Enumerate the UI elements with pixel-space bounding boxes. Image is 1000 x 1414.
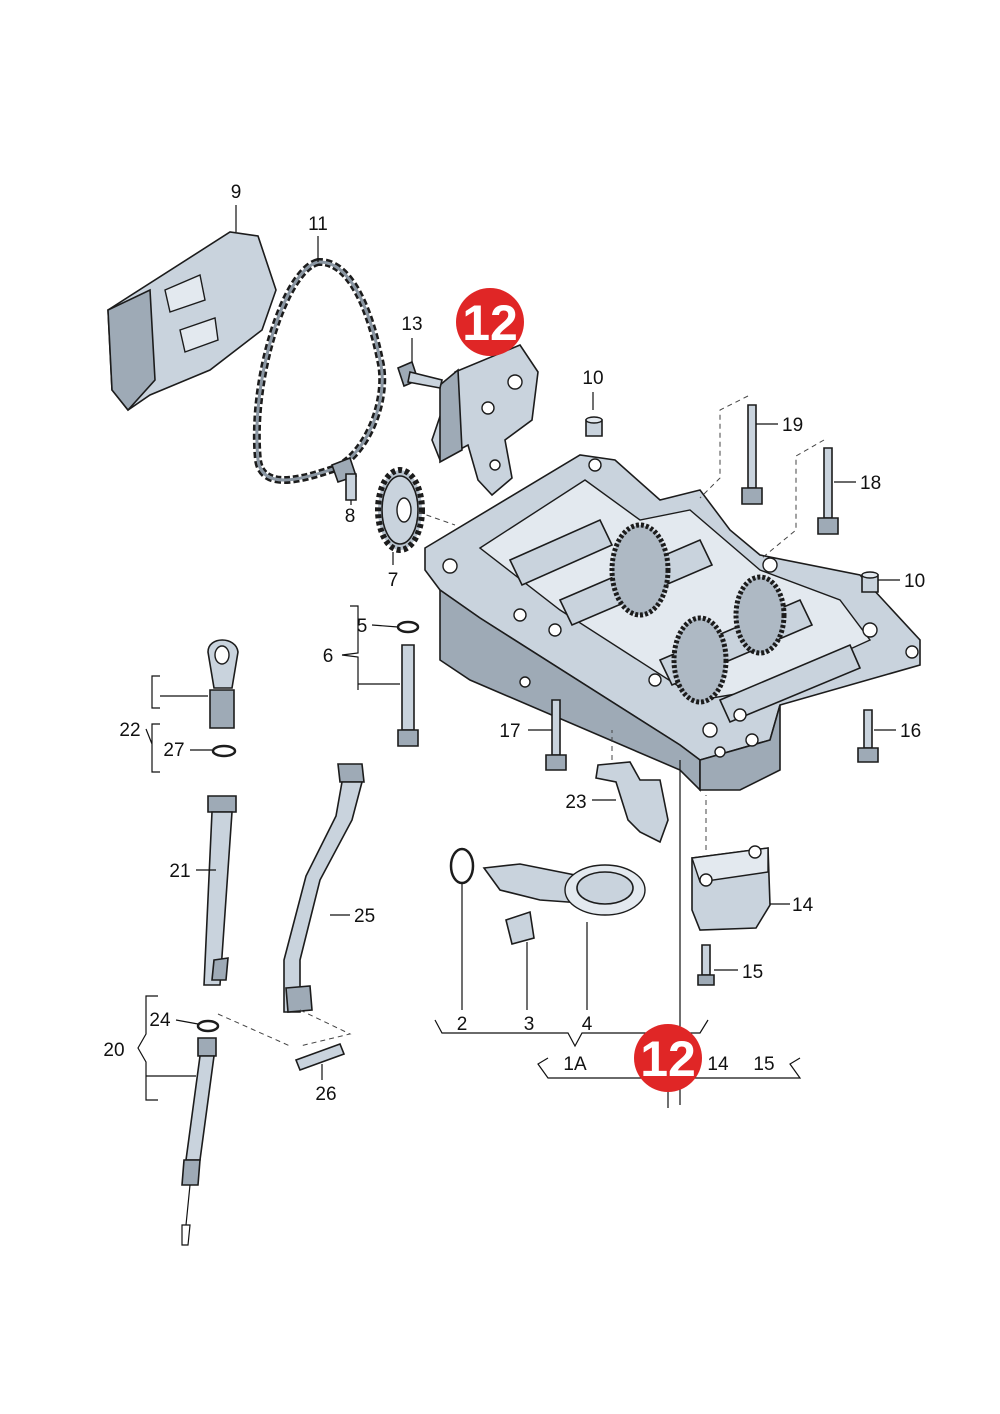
badge-12-top: 12 <box>456 288 524 356</box>
label-18: 18 <box>860 473 881 494</box>
part-24-o-ring <box>175 1013 291 1047</box>
label-23: 23 <box>565 792 586 813</box>
label-2: 2 <box>457 1014 468 1035</box>
part-26-stud <box>294 1042 346 1080</box>
part-18-long-bolt <box>761 439 856 559</box>
label-19: 19 <box>782 415 803 436</box>
label-14-part: 14 <box>792 895 814 916</box>
part-10-dowel-upper <box>585 392 603 437</box>
label-8: 8 <box>345 506 356 527</box>
part-16-bolt <box>857 709 896 763</box>
label-20: 20 <box>103 1040 124 1061</box>
label-1A: 1A <box>563 1054 587 1075</box>
part-25-guide-tube <box>283 763 365 1047</box>
part-15-bolt <box>697 944 738 986</box>
part-8-bolt <box>330 456 358 505</box>
part-22-dipstick-handle <box>145 639 239 773</box>
label-24: 24 <box>149 1010 171 1031</box>
part-3-bolt <box>505 910 535 1010</box>
label-10-top: 10 <box>582 368 603 389</box>
label-26: 26 <box>315 1084 336 1105</box>
badge-12-top-text: 12 <box>462 295 518 351</box>
part-1-oil-pump-housing <box>424 454 921 1105</box>
label-14-group: 14 <box>707 1054 729 1075</box>
label-22: 22 <box>119 720 140 741</box>
label-9: 9 <box>231 182 242 203</box>
label-27: 27 <box>163 740 184 761</box>
part-23-baffle <box>592 730 669 844</box>
part-7-sprocket <box>375 467 456 565</box>
part-20-dipstick-guide <box>137 995 217 1246</box>
label-16: 16 <box>900 721 921 742</box>
part-17-bolt <box>528 699 567 771</box>
part-4-oil-pickup <box>482 863 646 1010</box>
part-5-o-ring <box>371 620 420 634</box>
part-13-bolt <box>397 338 443 389</box>
part-11-timing-chain <box>252 236 387 484</box>
label-5: 5 <box>357 616 368 637</box>
label-15-part: 15 <box>742 962 763 983</box>
part-12-chain-tensioner <box>431 344 539 497</box>
label-6: 6 <box>323 646 334 667</box>
part-6-sleeve <box>341 605 419 747</box>
part-19-long-bolt <box>699 395 778 505</box>
label-11: 11 <box>308 214 328 235</box>
part-14-valve-housing <box>691 795 790 931</box>
label-25: 25 <box>354 906 375 927</box>
group-bracket-1 <box>434 1019 802 1108</box>
part-27-o-ring <box>190 744 237 758</box>
label-3: 3 <box>524 1014 535 1035</box>
part-21-dipstick-tube <box>196 795 237 986</box>
label-17: 17 <box>499 721 520 742</box>
part-labels: 9 11 13 10 19 18 8 7 10 5 6 22 17 16 27 … <box>103 182 925 1105</box>
label-7: 7 <box>388 570 399 591</box>
label-13: 13 <box>401 314 422 335</box>
label-4: 4 <box>582 1014 593 1035</box>
badge-12-bottom-text: 12 <box>640 1031 696 1087</box>
label-21: 21 <box>169 861 190 882</box>
label-15-group: 15 <box>753 1054 774 1075</box>
part-9-chain-cover <box>107 205 277 412</box>
part-10-dowel-right <box>861 571 900 593</box>
badge-12-bottom: 12 <box>634 1024 702 1092</box>
part-2-o-ring <box>449 847 475 1010</box>
label-10-right: 10 <box>904 571 925 592</box>
